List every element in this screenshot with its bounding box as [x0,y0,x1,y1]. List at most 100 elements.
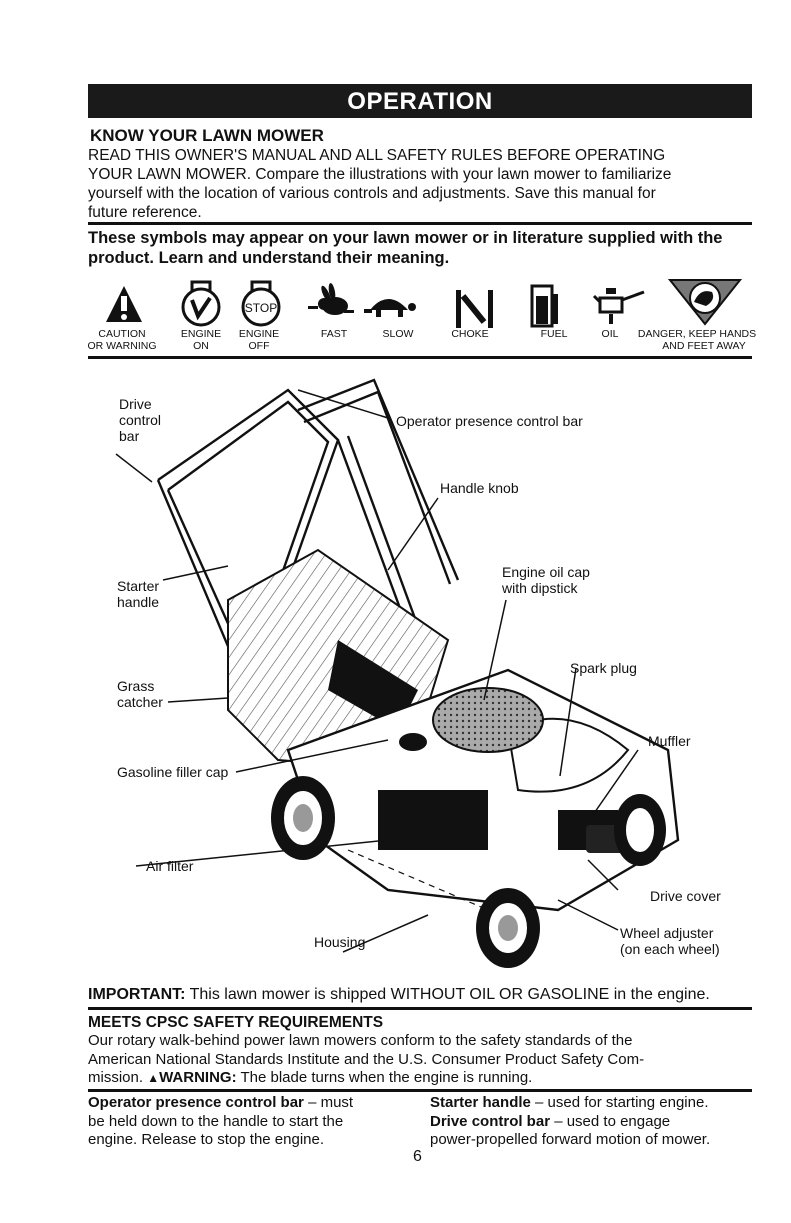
cpsc-paragraph: Our rotary walk-behind power lawn mowers… [88,1032,768,1088]
symbol-label-engine-off: ENGINE OFF [228,328,290,352]
symbols-intro-line: product. Learn and understand their mean… [88,249,450,267]
know-line: READ THIS OWNER'S MANUAL AND ALL SAFETY … [88,147,666,164]
symbol-label-line: OFF [248,340,270,352]
symbol-label-line: DANGER, KEEP HANDS [637,328,757,340]
callout-gasoline-filler-cap: Gasoline filler cap [117,764,229,780]
definition-term: Operator presence control bar [88,1094,304,1111]
important-note: IMPORTANT: This lawn mower is shipped WI… [88,986,710,1004]
symbol-label-line: CAUTION [98,328,146,340]
page-number: 6 [413,1148,422,1165]
callout-housing: Housing [314,934,366,950]
symbol-label-fuel: FUEL [540,328,568,340]
fast-rabbit-icon [308,283,354,315]
engine-on-icon [181,280,221,327]
symbol-row: STOP [106,279,743,328]
callout-wheel-adjuster: Wheel adjuster (on each wheel) [620,925,720,957]
choke-icon [456,290,493,328]
callout-air-filter: Air filter [146,858,194,874]
know-line: YOUR LAWN MOWER. Compare the illustratio… [88,166,672,183]
cpsc-heading: MEETS CPSC SAFETY REQUIREMENTS [88,1014,384,1031]
definition-term: Starter handle [430,1094,531,1111]
symbol-label-line: AND FEET AWAY [662,340,746,352]
callout-line: catcher [117,694,163,710]
definition-text: be held down to the handle to start the [88,1112,344,1130]
section-banner: OPERATION [88,84,752,118]
callout-line: bar [119,428,140,444]
rear-right-wheel [614,794,666,866]
callout-line: control [119,412,162,428]
callout-operator-bar: Operator presence control bar [396,413,583,429]
leader-lines [115,389,639,953]
symbol-label-caution: CAUTION OR WARNING [82,328,162,352]
definition-term: Drive control bar [430,1112,551,1130]
engine-off-icon: STOP [241,280,281,327]
lawn-mower-illustration [115,378,680,968]
definition-left: Operator presence control bar – must be … [88,1094,418,1150]
callout-line: with dipstick [502,580,578,596]
definition-text: – used for starting engine. [530,1094,709,1111]
callout-line: Wheel adjuster [620,925,714,941]
symbol-label-fast: FAST [320,328,348,340]
cpsc-line-prefix: mission. [88,1069,148,1086]
symbol-label-keep-away: DANGER, KEEP HANDS AND FEET AWAY [632,328,762,352]
definition-text: – used to engage [550,1112,671,1130]
symbol-label-choke: CHOKE [451,328,489,340]
definition-right: Starter handle – used for starting engin… [430,1094,770,1150]
callout-starter-handle: Starter handle [117,578,159,610]
warning-icon: ▲ [147,1071,160,1085]
symbol-label-slow: SLOW [382,328,414,340]
divider [88,1089,752,1092]
know-line: future reference. [88,204,202,221]
callout-line: Grass [117,678,155,694]
know-heading: KNOW YOUR LAWN MOWER [90,126,324,145]
fuel-icon [530,284,558,328]
definition-text: – must [303,1094,354,1111]
symbol-label-line: ENGINE [180,328,222,340]
callout-grass-catcher: Grass catcher [117,678,163,710]
callout-drive-cover: Drive cover [650,888,721,904]
divider [88,1007,752,1010]
symbol-label-engine-on: ENGINE ON [170,328,232,352]
callout-line: Starter [117,578,160,594]
slow-turtle-icon [364,299,416,317]
callout-spark-plug: Spark plug [570,660,637,676]
definition-text: engine. Release to stop the engine. [88,1131,325,1148]
symbol-label-oil: OIL [601,328,619,340]
warning-label: WARNING: [159,1069,237,1086]
important-label: IMPORTANT: [88,986,186,1003]
callout-line: Engine oil cap [502,564,590,580]
symbols-intro-line: These symbols may appear on your lawn mo… [88,229,723,247]
symbol-label-line: ENGINE [238,328,280,340]
gas-cap-shape [399,733,427,751]
engine-cover [432,687,544,753]
callout-drive-control-bar: Drive control bar [119,396,161,444]
warning-text: The blade turns when the engine is runni… [236,1069,533,1086]
symbols-intro: These symbols may appear on your lawn mo… [88,228,778,268]
callout-line: handle [117,594,160,610]
cpsc-line: Our rotary walk-behind power lawn mowers… [88,1032,633,1049]
cpsc-line: American National Standards Institute an… [88,1050,645,1068]
cpsc-warning-line: mission. ▲WARNING: The blade turns when … [88,1069,768,1088]
rear-left-wheel [271,776,335,860]
know-line: yourself with the location of various co… [88,185,656,202]
keep-hands-away-icon [667,279,743,326]
oil-can-icon [592,288,645,324]
caution-warning-icon [106,286,142,322]
air-filter-shape [378,790,488,850]
engine-off-label: STOP [245,301,277,315]
callout-line: (on each wheel) [620,941,720,957]
catcher-opening [328,640,418,730]
divider [88,222,752,225]
front-wheel [476,888,540,968]
divider [88,356,752,359]
callout-muffler: Muffler [648,733,691,749]
important-text: This lawn mower is shipped WITHOUT OIL O… [185,986,710,1003]
callout-line: Drive [119,396,152,412]
callout-handle-knob: Handle knob [440,480,519,496]
callout-oil-cap: Engine oil cap with dipstick [502,564,590,596]
know-paragraph: READ THIS OWNER'S MANUAL AND ALL SAFETY … [88,146,768,222]
symbol-label-line: ON [193,340,209,352]
handle [156,378,460,671]
definition-text: power-propelled forward motion of mower. [430,1131,711,1148]
symbol-label-line: OR WARNING [87,340,157,352]
